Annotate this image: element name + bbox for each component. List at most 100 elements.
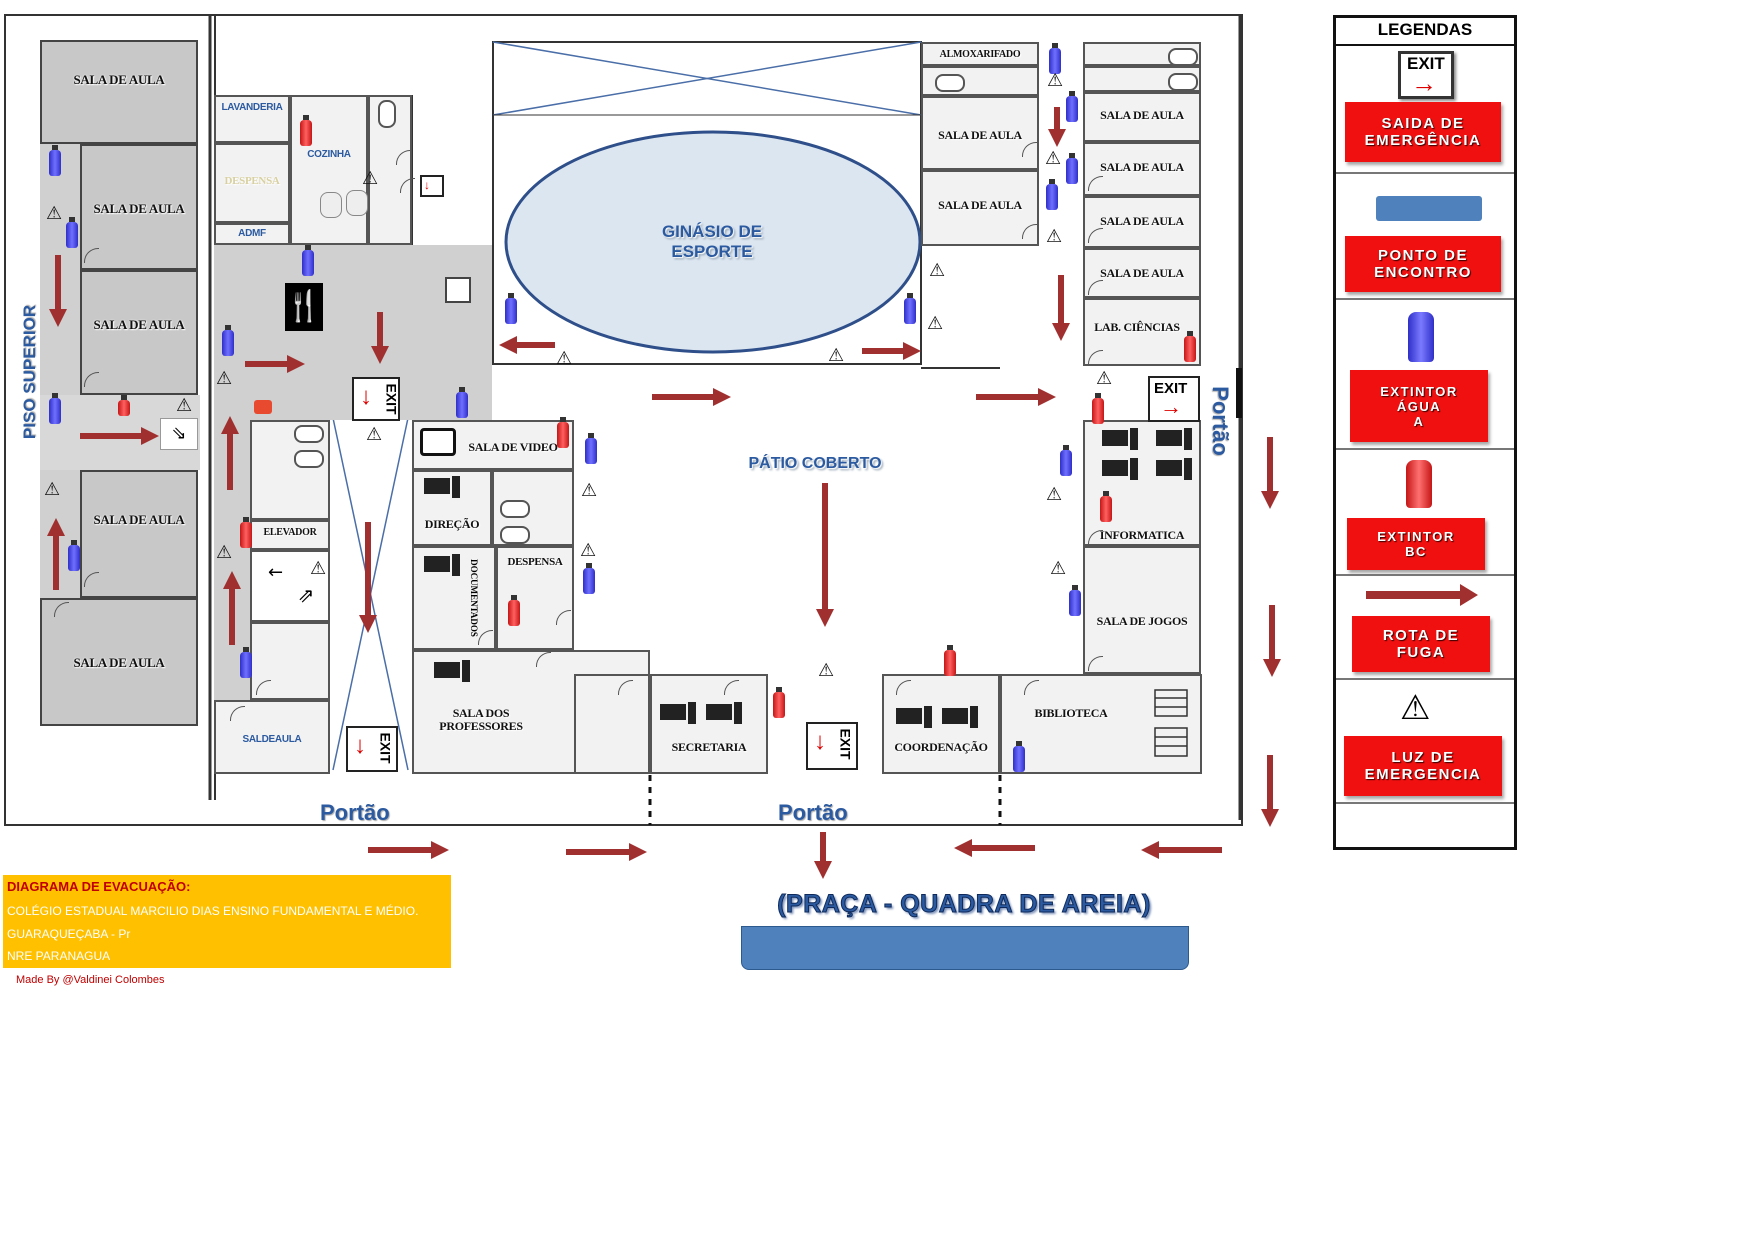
exit-sign-icon: EXIT ↓ — [806, 722, 858, 770]
room-sala-aula-r1: SALA DE AULA — [921, 96, 1039, 170]
room-label: SALA DE AULA — [93, 201, 185, 216]
room-label: ALMOXARIFADO — [939, 49, 1021, 60]
room-label: SALA DE AULA — [73, 655, 165, 670]
room-sala-jogos: SALA DE JOGOS — [1083, 546, 1201, 674]
door-icon — [1088, 656, 1103, 671]
gym-label-line1: GINÁSIO DE — [661, 222, 763, 241]
legend-exit-icon: EXIT → — [1398, 51, 1454, 99]
fire-extinguisher-bc-icon — [1184, 331, 1196, 362]
door-icon — [445, 277, 471, 303]
door-icon — [1022, 224, 1037, 239]
emergency-light-icon: ⚠ — [176, 395, 193, 416]
computer-icon — [424, 476, 460, 498]
stairs-icon: ⇗ — [297, 583, 315, 607]
room-label: ELEVADOR — [263, 527, 317, 538]
room-sala-aula-1: SALA DE AULA — [40, 40, 198, 144]
emergency-light-icon: ⚠ — [1096, 368, 1113, 389]
fire-extinguisher-water-icon — [68, 540, 80, 571]
toilet-icon — [1168, 73, 1198, 91]
emergency-light-icon: ⚠ — [818, 660, 835, 681]
room-admin-empty — [574, 674, 650, 774]
emergency-light-icon: ⚠ — [44, 479, 61, 500]
portao-left: Portão — [320, 800, 390, 825]
room-label: COZINHA — [307, 149, 351, 160]
room-label: BIBLIOTECA — [1034, 706, 1108, 720]
fire-extinguisher-water-icon — [585, 433, 597, 464]
toilet-icon — [500, 526, 530, 544]
room-lavanderia: LAVANDERIA — [214, 95, 290, 143]
gym-label: GINÁSIO DE ESPORTE — [612, 222, 812, 262]
fire-extinguisher-bc-icon — [1100, 491, 1112, 522]
computer-icon — [942, 706, 978, 728]
legend-emergency-light-icon: ⚠ — [1400, 688, 1431, 728]
room-secretaria: SECRETARIA — [650, 674, 768, 774]
emergency-light-icon: ⚠ — [216, 542, 233, 563]
room-label: SALA DE JOGOS — [1096, 614, 1188, 628]
fire-extinguisher-water-icon — [66, 217, 78, 248]
room-label: SALA DE AULA — [1100, 108, 1184, 122]
emergency-light-icon: ⚠ — [1050, 558, 1067, 579]
door-icon — [1088, 228, 1103, 243]
door-icon — [256, 680, 271, 695]
door-icon — [896, 680, 911, 695]
toilet-icon — [378, 100, 396, 128]
toilet-icon — [294, 450, 324, 468]
computer-icon — [434, 660, 470, 682]
legend-bc: EXTINTOR BC — [1347, 518, 1485, 570]
room-elevador: ELEVADOR — [250, 520, 330, 550]
room-sala-aula-r3: SALA DE AULA — [1083, 92, 1201, 142]
room-label: INFORMATICA — [1099, 528, 1185, 542]
door-icon — [1088, 176, 1103, 191]
room-despensa: DESPENSA — [496, 546, 574, 650]
emergency-light-icon: ⚠ — [1046, 484, 1063, 505]
fire-extinguisher-water-icon — [1066, 153, 1078, 184]
emergency-light-icon: ⚠ — [366, 424, 383, 445]
gas-cylinder-icon — [320, 192, 342, 218]
exit-sign-icon: EXIT ↓ — [346, 726, 398, 772]
emergency-light-icon: ⚠ — [1046, 226, 1063, 247]
legend-rota: ROTA DE FUGA — [1352, 616, 1490, 672]
left-arrow-icon: ← — [268, 562, 284, 583]
emergency-light-icon: ⚠ — [46, 203, 63, 224]
fire-extinguisher-bc-icon — [557, 417, 569, 448]
fire-extinguisher-water-icon — [1069, 585, 1081, 616]
legend-saida-line2: EMERGÊNCIA — [1364, 132, 1482, 149]
exit-sign-icon: ↓ — [420, 175, 444, 197]
meeting-point — [741, 926, 1189, 970]
door-icon — [618, 680, 633, 695]
door-icon — [536, 652, 551, 667]
fire-extinguisher-water-icon — [1049, 43, 1061, 74]
room-stairs — [250, 550, 330, 622]
room-label: LAVANDERIA — [221, 102, 283, 113]
bookshelf-icon — [1154, 689, 1188, 757]
room-sala-aula-4: SALA DE AULA — [80, 470, 198, 598]
portao-center: Portão — [778, 800, 848, 825]
fire-extinguisher-bc-icon — [300, 115, 312, 146]
fire-extinguisher-bc-icon — [118, 395, 130, 416]
room-label: SALA DOS — [452, 706, 510, 720]
room-label: SALA DE AULA — [73, 72, 165, 87]
legend-bc-line1: EXTINTOR — [1377, 529, 1455, 544]
room-admf: ADMF — [214, 223, 290, 245]
fire-extinguisher-bc-icon — [508, 595, 520, 626]
fire-extinguisher-water-icon — [49, 145, 61, 176]
school-line2: GUARAQUEÇABA - Pr — [7, 927, 131, 941]
legend-extinguisher-bc-icon — [1406, 460, 1432, 508]
emergency-light-icon: ⚠ — [929, 260, 946, 281]
room-label: SALA DE VIDEO — [468, 440, 558, 454]
computer-icon — [1156, 428, 1192, 450]
tv-icon — [420, 428, 456, 456]
room-sala-aula-2: SALA DE AULA — [80, 144, 198, 270]
room-label: SALA DE AULA — [1100, 266, 1184, 280]
room-label: SALA DE AULA — [938, 128, 1022, 142]
credit-text: Made By @Valdinei Colombes — [16, 974, 165, 986]
computer-icon — [1102, 458, 1138, 480]
computer-icon — [1102, 428, 1138, 450]
door-icon — [84, 572, 99, 587]
room-sala-aula-3: SALA DE AULA — [80, 270, 198, 395]
room-label: SALA DE AULA — [93, 317, 185, 332]
cutlery-icon: 🍴 — [285, 283, 323, 331]
fire-extinguisher-water-icon — [1060, 445, 1072, 476]
fire-extinguisher-water-icon — [302, 245, 314, 276]
